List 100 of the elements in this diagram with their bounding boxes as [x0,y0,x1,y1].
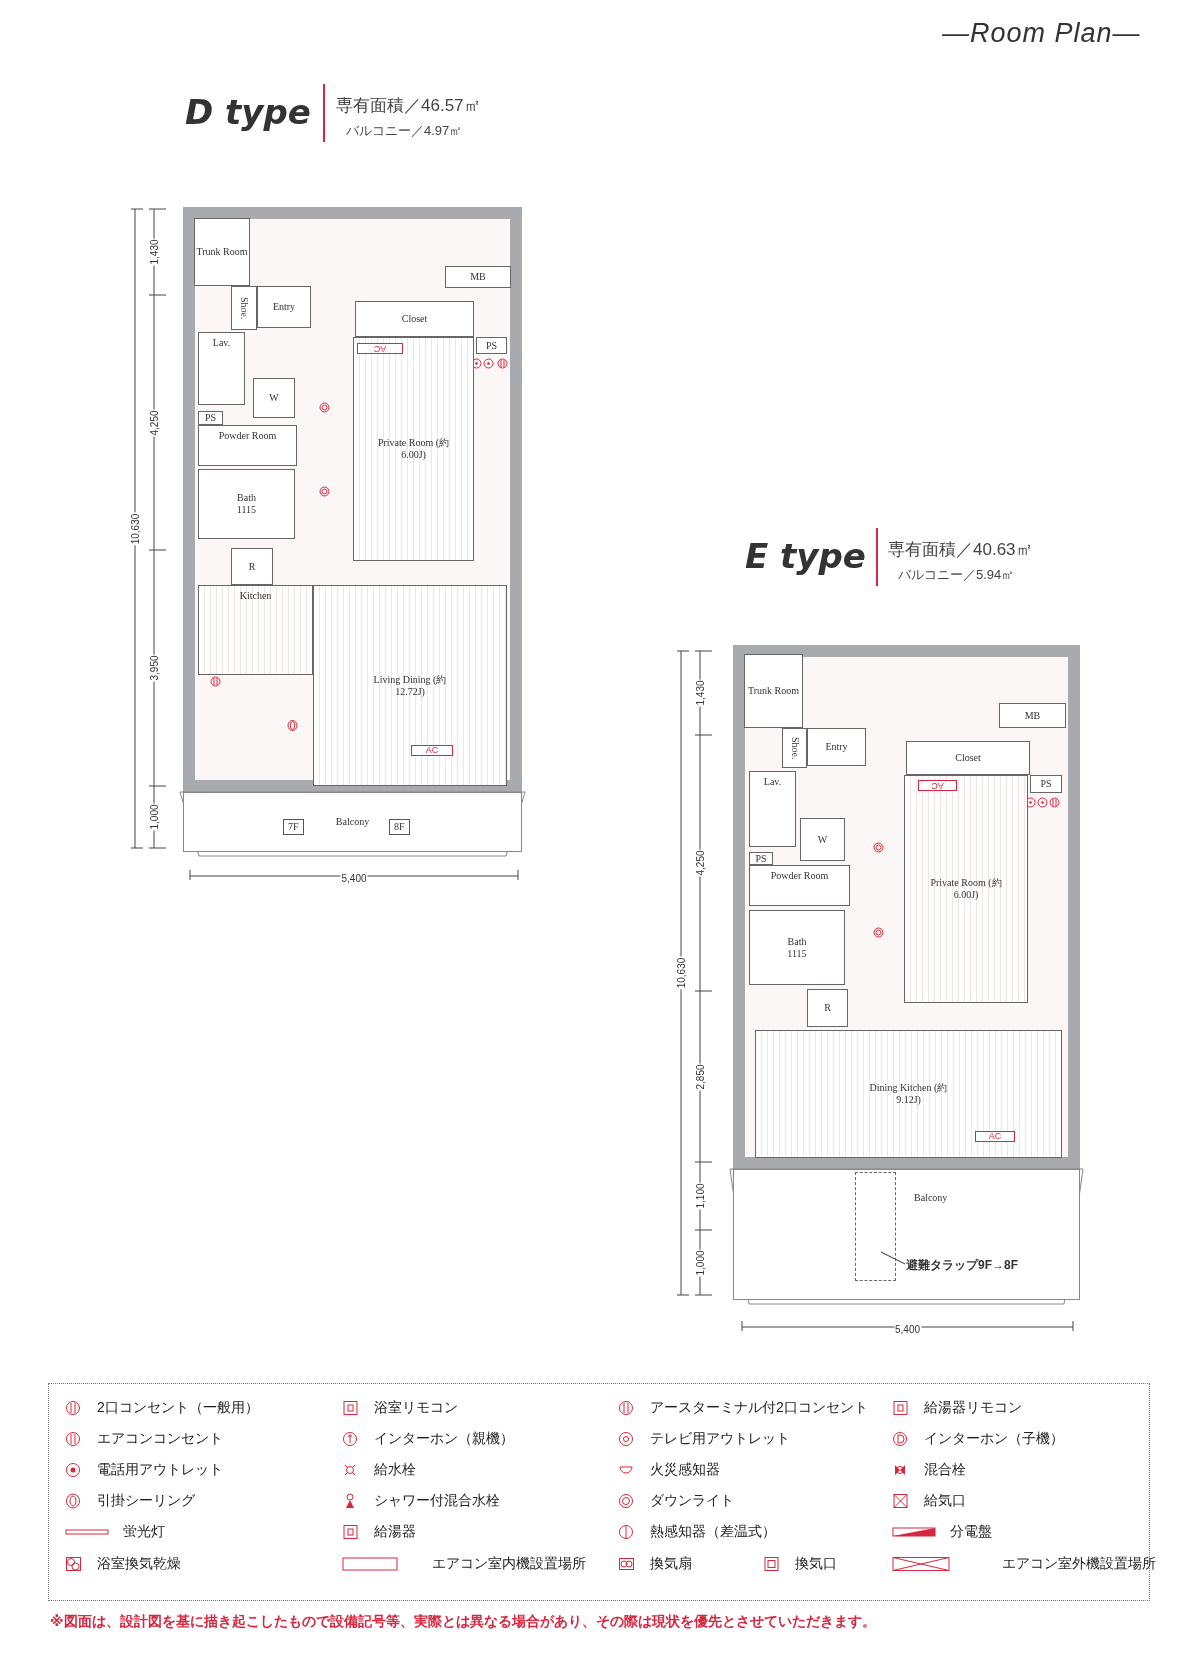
room-area [999,703,1066,728]
legend-text: インターホン（子機） [924,1430,1064,1448]
room-name: Entry [272,301,296,313]
legend-text: 換気口 [795,1555,837,1573]
dimension-label: 2,850 [694,1063,706,1090]
room-name: Shoe. [788,736,801,760]
dimension-label: 1,100 [694,1182,706,1210]
room-name: PS [1040,778,1052,790]
room-name: MB [1024,709,1041,722]
leader-line [880,1251,906,1265]
room-area [749,771,796,847]
dimension-label: 10,630 [129,512,141,545]
area-text: 専有面積／46.57㎡ [336,95,481,117]
dimension-label: 1,000 [694,1249,706,1276]
room-area [198,585,313,675]
legend-text: シャワー付混合水栓 [374,1492,500,1510]
dimension-label: 4,250 [694,849,706,877]
room-name: Powder Room [218,430,277,442]
room-area [194,218,250,286]
room-name: Trunk Room [747,685,799,697]
room-name: Balcony [335,816,370,828]
legend-text: 浴室リモコン [374,1399,458,1417]
legend-text: 火災感知器 [650,1461,720,1479]
room-area [744,654,803,728]
ac-unit-box: AC [975,1131,1015,1142]
dimension-label: 4,250 [148,409,160,436]
room-name: Closet [955,752,981,764]
balcony-area [733,1169,1080,1300]
ac-unit-box: AC [357,343,403,354]
legend-text: 熱感知器（差温式） [650,1523,776,1541]
legend-text: 給湯器リモコン [924,1399,1022,1417]
room-area [353,337,474,561]
legend-text: エアコン室内機設置場所 [432,1555,586,1573]
room-name: R [824,1002,831,1014]
ac-unit-box: AC [918,780,957,791]
room-name: PS [204,412,217,424]
plan-heading: D type [185,92,311,132]
room-name: PS [485,339,498,352]
room-area [755,1030,1062,1158]
legend-text: ダウンライト [650,1492,734,1510]
room-area [355,301,474,337]
room-name: Shoe. [238,296,250,320]
room-name: Lav. [212,337,231,349]
room-name: Powder Room [770,870,829,882]
legend-text: エアコン室外機設置場所 [1002,1555,1156,1573]
hatch-label: 8F [389,819,410,835]
room-area [445,266,511,288]
legend-text: 引掛シーリング [97,1492,195,1510]
room-name: Entry [825,741,848,753]
room-area [749,910,845,985]
hatch-box [855,1172,896,1281]
room-area [198,469,295,539]
room-area [749,865,850,906]
legend-text: 2口コンセント（一般用） [97,1399,259,1417]
room-name: Dining Kitchen (約9.12J) [868,1082,949,1106]
room-area [749,852,773,865]
room-name: Private Room (約6.00J) [376,437,451,461]
legend-text: 給気口 [924,1492,966,1510]
area-text: バルコニー／4.97㎡ [346,122,463,140]
footnote: ※図面は、設計図を基に描き起こしたもので設備記号等、実際とは異なる場合があり、その際は現状を優先とさせていただきます。 [50,1613,876,1631]
room-area [313,585,507,786]
note-text: 避難タラップ9F→8F [906,1257,1018,1273]
room-area [231,286,257,330]
legend-text: インターホン（親機） [374,1430,514,1448]
room-area [198,411,223,425]
room-area [904,775,1028,1003]
room-name: Bath 1115 [786,935,808,960]
area-text: バルコニー／5.94㎡ [898,566,1015,584]
legend-text: アースターミナル付2口コンセント [650,1399,868,1417]
legend-text: エアコンコンセント [97,1430,223,1448]
dimension-label: 5,400 [340,872,368,884]
legend-text: 給湯器 [374,1523,416,1541]
dimension-label: 10,630 [675,956,687,990]
dimension-label: 1,430 [148,238,160,266]
room-area [253,378,295,418]
room-name: Living Dining (約12.72J) [372,673,448,698]
room-area [198,332,245,405]
legend-text: 浴室換気乾燥 [97,1555,181,1573]
room-area [800,818,845,861]
room-area [257,286,311,328]
legend-text: 換気扇 [650,1555,692,1573]
page-title: —Room Plan— [942,18,1141,49]
room-area [476,337,507,354]
dimension-label: 1,430 [694,679,706,707]
room-name: W [269,392,279,404]
legend-text: テレビ用アウトレット [650,1430,790,1448]
room-name: Balcony [914,1192,948,1204]
room-name: Bath 1115 [235,492,258,516]
room-area [906,741,1030,775]
room-area [198,425,297,466]
room-name: Private Room (約6.00J) [929,877,1003,901]
room-name: W [817,833,828,846]
plan-heading: E type [745,536,866,576]
ac-unit-box: AC [411,745,453,756]
dimension-label: 3,950 [148,654,160,682]
room-name: Lav. [763,776,782,788]
legend-text: 分電盤 [950,1523,992,1541]
room-area [231,548,273,585]
hatch-label: 7F [283,819,304,835]
area-text: 専有面積／40.63㎡ [888,539,1033,561]
